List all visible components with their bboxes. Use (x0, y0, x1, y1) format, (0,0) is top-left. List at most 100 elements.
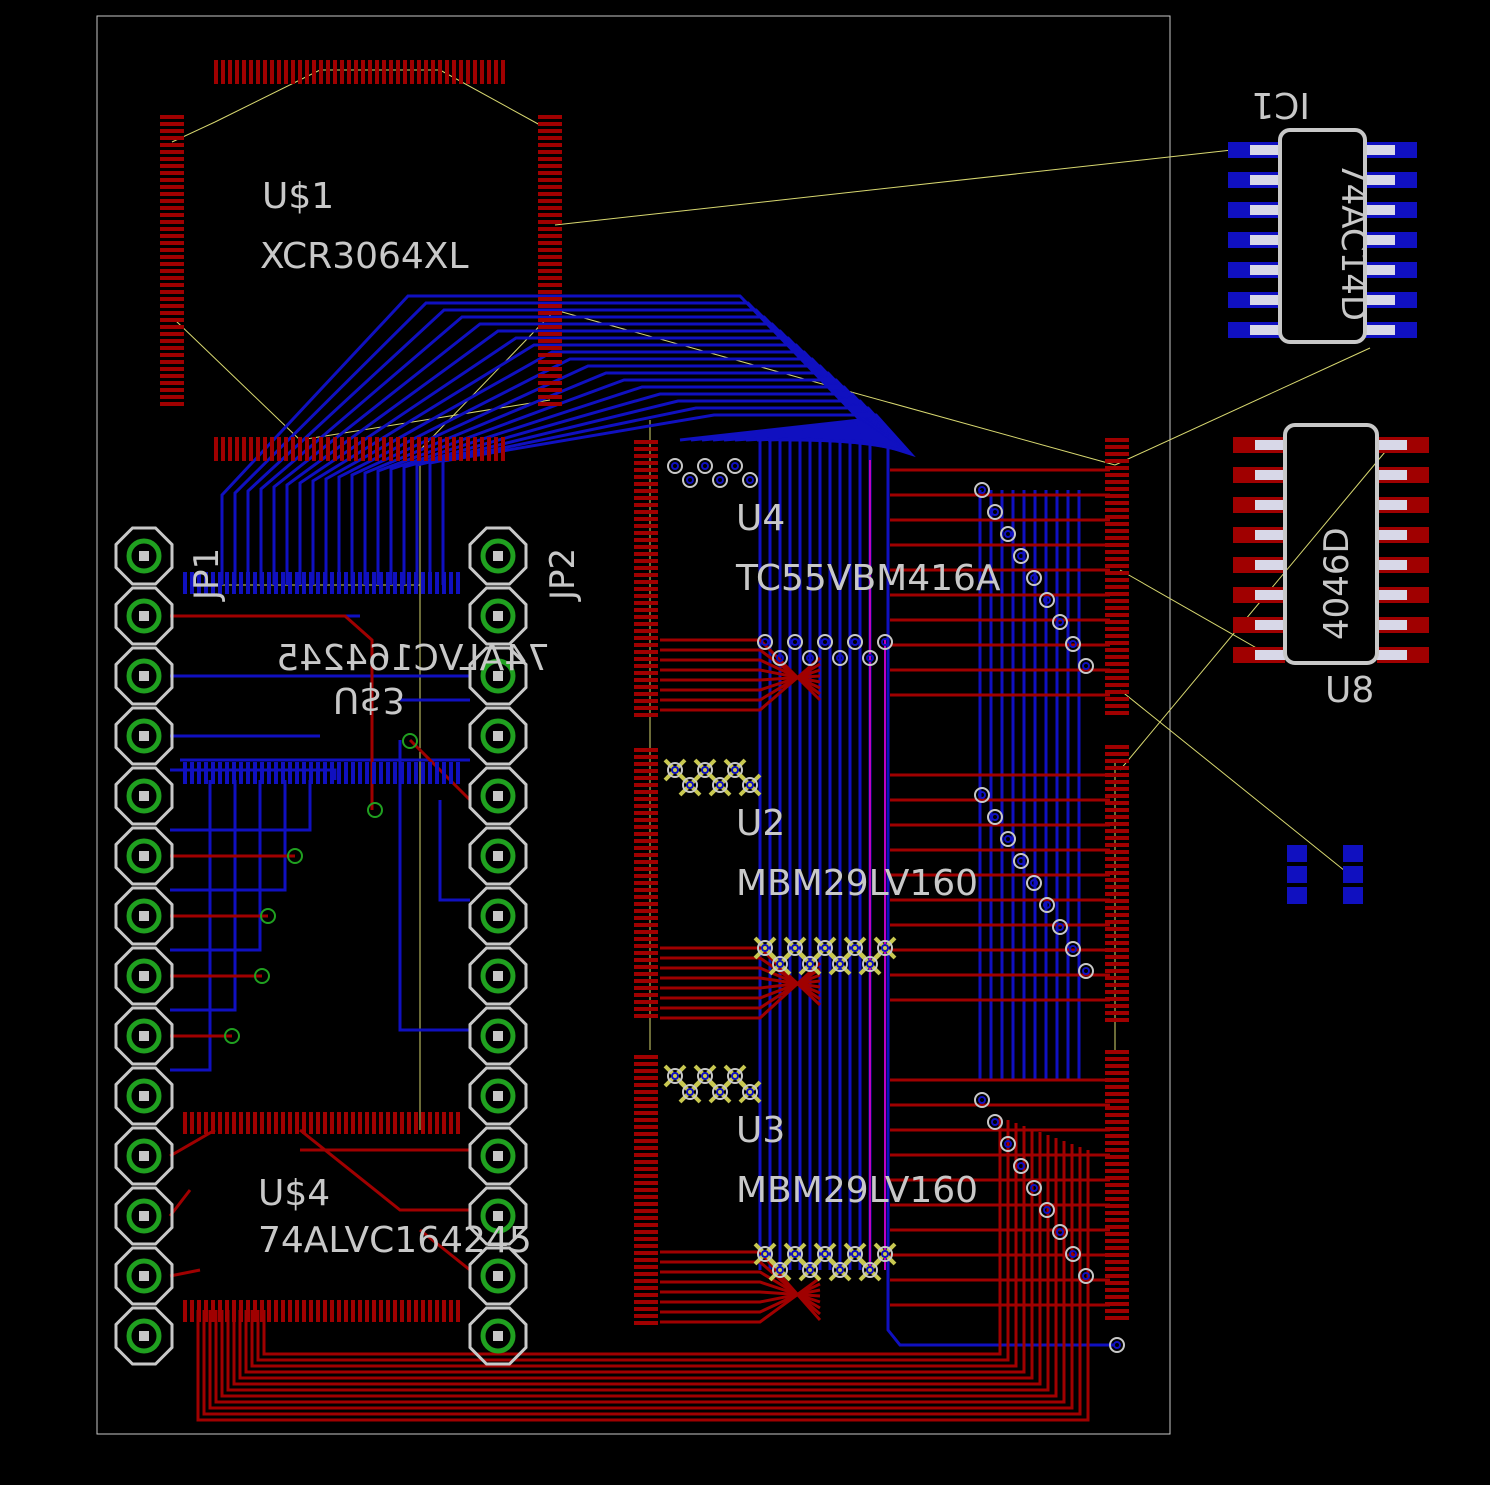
red-trace (660, 656, 821, 712)
via (757, 634, 773, 650)
via-drill (686, 781, 694, 789)
smd-pad (538, 381, 562, 385)
smd-pad (160, 346, 184, 350)
smd-pad (246, 1300, 250, 1322)
smd-pad (1105, 515, 1129, 519)
smd-pad (1105, 1050, 1129, 1054)
smd-pad (634, 839, 658, 843)
smd-pad (634, 1293, 658, 1297)
smd-pad (538, 122, 562, 126)
smd-pad (386, 1112, 390, 1134)
via-drill (806, 654, 814, 662)
via-drill (1017, 1162, 1025, 1170)
red-trace (214, 1141, 1066, 1404)
smd-pad (375, 437, 379, 461)
jp2-pin-pad (480, 1018, 516, 1054)
via (697, 458, 713, 474)
smd-pad (1105, 1113, 1129, 1117)
jp2-pin-pad (480, 1318, 516, 1354)
smd-pad (228, 60, 232, 84)
via-marker (693, 758, 717, 782)
via-drill (821, 944, 829, 952)
smd-pad (361, 437, 365, 461)
via (742, 472, 758, 488)
via-drill (1043, 901, 1051, 909)
smd-pad (340, 437, 344, 461)
smd-pad (1105, 487, 1129, 491)
smd-pad (634, 972, 658, 976)
board-outline (96, 15, 1171, 1435)
via-drill (731, 462, 739, 470)
smd-pad (211, 1300, 215, 1322)
smd-pad (291, 60, 295, 84)
via-drill (1082, 1272, 1090, 1280)
smd-pad (330, 762, 334, 784)
jp1-pin-outline (114, 1186, 174, 1246)
smd-pad (538, 199, 562, 203)
smd-pad (323, 1300, 327, 1322)
smd-pad (239, 1112, 243, 1134)
smd-pad (267, 1112, 271, 1134)
via-marker (723, 758, 747, 782)
jp1-pin-outline (114, 886, 174, 946)
smd-pad (288, 572, 292, 594)
smd-pad (428, 1112, 432, 1134)
u8-lead (1255, 470, 1285, 480)
smd-pad (1105, 1078, 1129, 1082)
smd-pad (634, 1118, 658, 1122)
smd-pad (435, 572, 439, 594)
smd-pad (372, 1300, 376, 1322)
smd-pad (1105, 1288, 1129, 1292)
smd-pad (323, 572, 327, 594)
jp2-pin-drill (493, 731, 503, 741)
via-drill (1030, 574, 1038, 582)
via-drill (978, 486, 986, 494)
jp1-pin-outline (114, 1006, 174, 1066)
via-drill (776, 960, 784, 968)
smd-pad (368, 60, 372, 84)
smd-pad (382, 60, 386, 84)
smd-pad (277, 437, 281, 461)
via-drill (851, 638, 859, 646)
smd-pad (1105, 1267, 1129, 1271)
smd-pad (1105, 801, 1129, 805)
via (682, 777, 698, 793)
smd-pad (1105, 1004, 1129, 1008)
via (287, 848, 303, 864)
smd-pad (396, 60, 400, 84)
smd-pad (372, 572, 376, 594)
red-trace (238, 1129, 1034, 1380)
smd-pad (288, 1112, 292, 1134)
airwire (174, 319, 301, 441)
smd-pad (634, 762, 658, 766)
smd-pad (1105, 690, 1129, 694)
u8-lead (1377, 440, 1407, 450)
smd-pad (1105, 745, 1129, 749)
smd-pad (1105, 948, 1129, 952)
smd-pad (1343, 887, 1363, 904)
smd-pad (197, 762, 201, 784)
smd-pad (218, 1300, 222, 1322)
smd-pad (337, 762, 341, 784)
smd-pad (449, 572, 453, 594)
jp1-pin-pad (126, 838, 162, 874)
smd-pad (634, 930, 658, 934)
smd-pad (232, 1112, 236, 1134)
smd-pad (1105, 1260, 1129, 1264)
smd-pad (160, 360, 184, 364)
via-drill (881, 944, 889, 952)
smd-pad (634, 622, 658, 626)
smd-pad (1105, 941, 1129, 945)
smd-pad (337, 1300, 341, 1322)
via-drill (671, 766, 679, 774)
jp1-pin-pad (126, 598, 162, 634)
smd-pad (634, 552, 658, 556)
smd-pad (421, 572, 425, 594)
blue-trace (298, 336, 882, 585)
smd-pad (288, 762, 292, 784)
via (254, 968, 270, 984)
smd-pad (1105, 494, 1129, 498)
smd-pad (372, 1112, 376, 1134)
smd-pad (160, 150, 184, 154)
